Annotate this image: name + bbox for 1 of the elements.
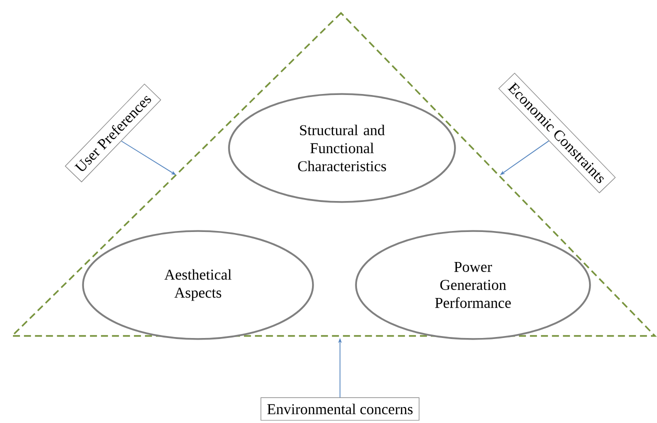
label-box: Environmental concerns [260, 397, 420, 421]
